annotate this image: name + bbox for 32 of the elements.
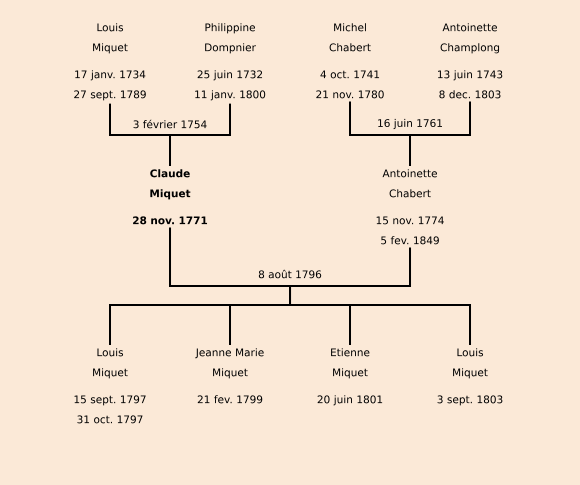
date-text: 31 oct. 1797 — [77, 415, 142, 424]
person-name: Louis Miquet — [93, 23, 128, 54]
date-text: 13 juin 1743 — [438, 70, 502, 80]
date-text: 21 nov. 1780 — [316, 90, 384, 98]
edge-label: 8 août 1796 — [258, 270, 322, 278]
date-text: 17 janv. 1734 — [75, 70, 146, 80]
date-text: 15 nov. 1774 — [376, 216, 444, 224]
person-name: Jeanne Marie Miquet — [195, 348, 264, 378]
person-name: Louis Miquet — [93, 348, 128, 378]
date-text: 28 nov. 1771 — [133, 216, 208, 224]
person-name: Antoinette Champlong — [440, 23, 500, 54]
date-text: 15 sept. 1797 — [74, 395, 146, 406]
family-line — [169, 104, 231, 166]
date-text: 21 fev. 1799 — [198, 395, 262, 404]
person-name: Claude Miquet — [150, 169, 190, 200]
date-text: 20 juin 1801 — [318, 395, 382, 406]
family-line — [409, 102, 471, 166]
date-text: 3 sept. 1803 — [438, 395, 502, 406]
edge-label: 3 février 1754 — [134, 120, 207, 128]
date-text: 27 sept. 1789 — [74, 90, 146, 100]
edge-label: 16 juin 1761 — [378, 118, 442, 130]
person-name: Etienne Miquet — [331, 348, 370, 378]
date-text: 11 janv. 1800 — [195, 90, 266, 100]
person-name: Michel Chabert — [330, 23, 371, 52]
person-name: Antoinette Chabert — [382, 169, 437, 198]
date-text: 25 juin 1732 — [198, 70, 262, 80]
date-text: 5 fev. 1849 — [381, 236, 439, 244]
date-text: 4 oct. 1741 — [320, 70, 380, 78]
date-text: 8 dec. 1803 — [439, 90, 500, 98]
family-line — [289, 248, 471, 345]
person-name: Philippine Dompnier — [205, 23, 256, 54]
person-name: Louis Miquet — [453, 348, 488, 378]
